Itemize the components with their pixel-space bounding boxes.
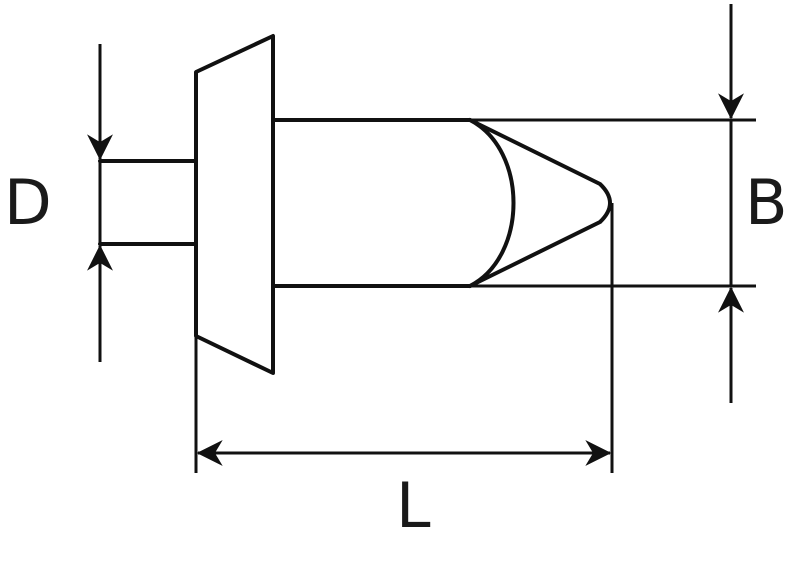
rivet-head xyxy=(194,34,275,375)
rivet-shank xyxy=(271,118,472,288)
rivet-tip-curve xyxy=(468,118,516,288)
dimension-label-l: L xyxy=(396,469,431,542)
mandrel-stem xyxy=(98,159,198,246)
dimension-label-d: D xyxy=(4,166,52,239)
dimension-label-b: B xyxy=(745,166,788,239)
rivet-tip-point xyxy=(468,118,612,288)
